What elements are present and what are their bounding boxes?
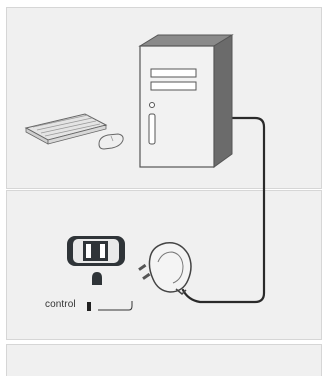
keyboard-icon	[26, 114, 106, 144]
mouse-icon	[99, 134, 123, 149]
control-marker	[87, 302, 91, 311]
control-bracket	[98, 301, 132, 310]
power-adapter-icon	[138, 243, 191, 294]
power-outlet-icon	[67, 236, 125, 285]
computer-tower-icon	[140, 35, 232, 167]
control-label: control	[45, 299, 76, 310]
